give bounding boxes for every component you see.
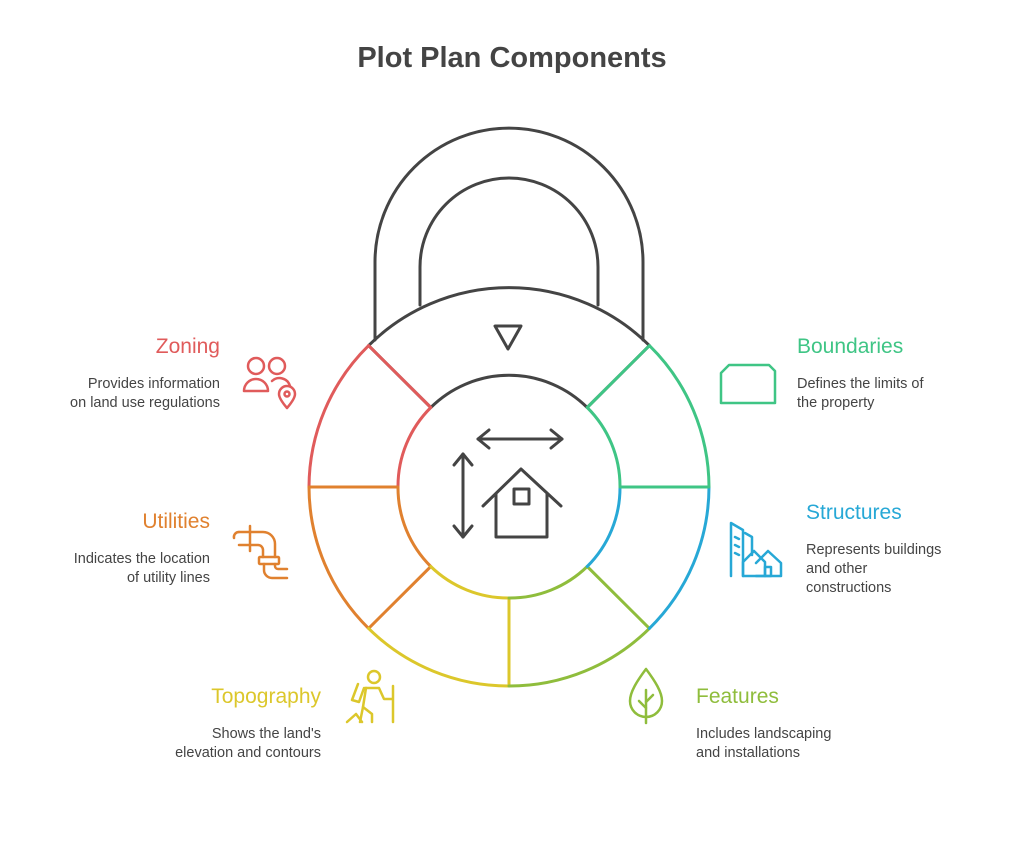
segment-structures [585,485,711,630]
structures-description: Represents buildings and other construct… [806,541,1006,598]
zoning-item: Zoning Provides information on land use … [40,334,220,413]
segment-zoning [307,344,433,489]
features-heading: Features [696,685,779,708]
segment-boundaries [585,344,711,489]
structures-desc-line-2: and other [806,561,868,577]
features-description: Includes landscaping and installations [696,725,916,763]
boundaries-heading: Boundaries [797,335,904,358]
hiker-icon [345,669,395,724]
buildings-icon [729,521,783,578]
topography-item: Topography Shows the land's elevation an… [120,684,321,763]
features-desc-line-1: Includes landscaping [696,726,832,742]
segment-features [507,565,651,688]
utilities-item: Utilities Indicates the location of util… [30,509,210,588]
boundary-shape-icon [719,363,777,405]
segment-utilities [307,485,433,630]
structures-heading: Structures [806,501,902,524]
page-title: Plot Plan Components [357,42,667,74]
zoning-desc-line-1: Provides information [87,376,220,392]
zoning-heading: Zoning [155,335,220,358]
people-location-icon [242,356,297,410]
pipe-icon [232,524,289,580]
house-icon [481,467,563,539]
utilities-desc-line-2: of utility lines [126,570,210,586]
topography-desc-line-2: elevation and contours [175,745,321,761]
boundaries-desc-line-2: the property [797,395,875,411]
structures-desc-line-1: Represents buildings [806,542,942,558]
utilities-description: Indicates the location of utility lines [30,550,210,588]
segment-topography [367,565,511,688]
topography-heading: Topography [211,685,321,708]
features-item: Features Includes landscaping and instal… [696,684,916,763]
structures-desc-line-3: constructions [806,580,892,596]
boundaries-desc-line-1: Defines the limits of [797,376,924,392]
triangle-down-icon [493,324,523,351]
horizontal-arrow-icon [476,428,564,450]
boundaries-item: Boundaries Defines the limits of the pro… [797,334,997,413]
utilities-desc-line-1: Indicates the location [73,551,210,567]
utilities-heading: Utilities [142,510,210,533]
topography-desc-line-1: Shows the land's [211,726,321,742]
features-desc-line-2: and installations [696,745,800,761]
padlock-shackle [373,126,645,342]
vertical-arrow-icon [452,452,474,539]
boundaries-description: Defines the limits of the property [797,375,997,413]
structures-item: Structures Represents buildings and othe… [806,500,1006,598]
segment-top [367,286,651,409]
zoning-desc-line-2: on land use regulations [70,395,220,411]
tree-icon [628,667,664,725]
padlock-shackle-inner [418,176,600,307]
zoning-description: Provides information on land use regulat… [40,375,220,413]
topography-description: Shows the land's elevation and contours [120,725,321,763]
